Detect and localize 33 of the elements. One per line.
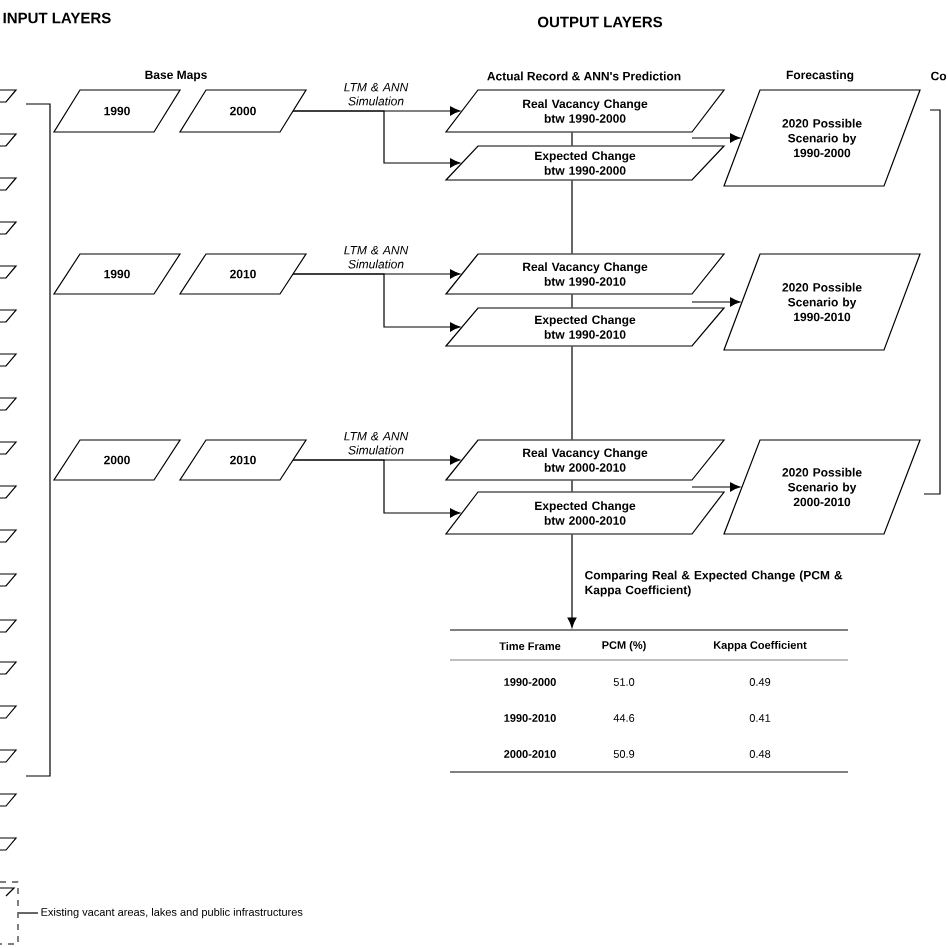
arrow (691, 133, 741, 143)
dashed-box (0, 881, 19, 945)
parallelogram-shape (0, 353, 18, 367)
arrow (691, 482, 741, 492)
arrow (567, 534, 577, 628)
parallelogram-shape (0, 397, 18, 411)
arrow (292, 273, 461, 332)
parallelogram-shape (0, 485, 18, 499)
parallelogram-shape (0, 661, 18, 675)
parallelogram-shape (0, 749, 18, 763)
parallelogram-shape (0, 265, 18, 279)
connector-line (571, 180, 573, 254)
parallelogram-shape (0, 221, 18, 235)
leader-line (18, 912, 39, 914)
connector-line (571, 346, 573, 440)
parallelogram-shape (0, 309, 18, 323)
arrow (292, 459, 461, 518)
parallelogram-shape (0, 793, 18, 807)
connector-line (571, 294, 573, 308)
connector-line (571, 132, 573, 146)
parallelogram-shape (0, 177, 18, 191)
arrow (292, 110, 461, 168)
parallelogram-shape (0, 89, 18, 103)
data-table (449, 629, 849, 773)
parallelogram-shape (0, 705, 18, 719)
parallelogram-shape (0, 573, 18, 587)
parallelogram-shape (0, 619, 18, 633)
parallelogram-shape (0, 837, 18, 851)
parallelogram-shape (0, 529, 18, 543)
arrow (691, 297, 741, 307)
parallelogram-shape (0, 133, 18, 147)
connector-line (571, 480, 573, 492)
parallelogram-shape (0, 441, 18, 455)
